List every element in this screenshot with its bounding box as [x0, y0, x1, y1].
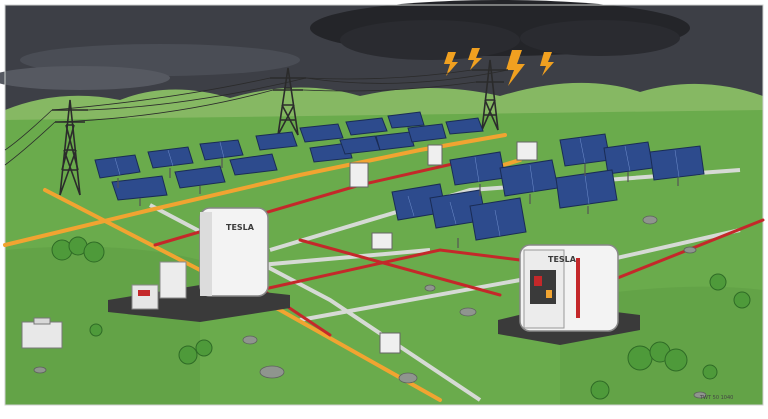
storm-cloud [0, 0, 690, 90]
solar-panels [94, 111, 705, 248]
artist-signature: TWT 50 1040 [699, 395, 733, 401]
power-lines [4, 69, 509, 166]
trees [51, 236, 751, 400]
rocks [33, 215, 707, 399]
battery-left-brand: TESLA [226, 223, 255, 232]
battery-right-brand: TESLA [548, 255, 577, 264]
control-box [21, 317, 63, 349]
battery-right [498, 244, 640, 345]
transmission-tower-icon [52, 59, 508, 196]
inverter-boxes [349, 141, 538, 354]
lightning-icon [444, 48, 554, 86]
battery-left [108, 207, 290, 322]
